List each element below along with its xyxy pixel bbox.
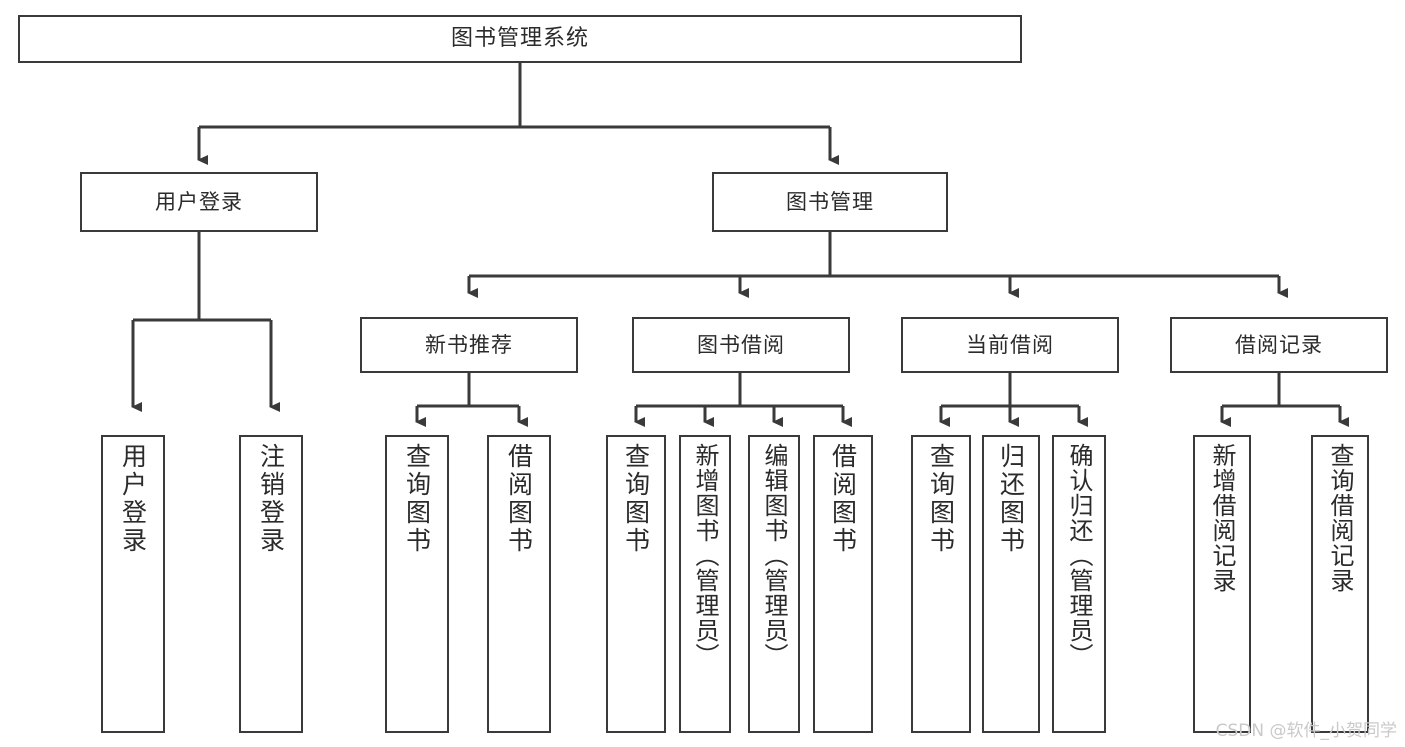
node-label: 查询图书: [621, 443, 651, 555]
leaf-add-borrow-record[interactable]: 新增借阅记录: [1193, 435, 1251, 733]
node-book-management[interactable]: 图书管理: [712, 172, 948, 232]
leaf-user-login[interactable]: 用户登录: [101, 435, 165, 733]
node-current-borrow[interactable]: 当前借阅: [901, 317, 1119, 373]
node-label: 查询借阅记录: [1326, 443, 1354, 593]
node-label: 新增图书（管理员）: [691, 443, 719, 668]
leaf-query-book-new-recommendation[interactable]: 查询图书: [385, 435, 449, 733]
node-label: 编辑图书（管理员）: [760, 443, 788, 668]
node-label: 借阅图书: [828, 443, 858, 555]
node-label: 图书管理系统: [450, 25, 589, 51]
node-label: 新增借阅记录: [1208, 443, 1236, 593]
node-label: 借阅图书: [504, 443, 534, 555]
csdn-watermark: CSDN @软件_小贺同学: [1215, 721, 1397, 741]
leaf-query-borrow-record[interactable]: 查询借阅记录: [1311, 435, 1369, 733]
leaf-add-book-admin[interactable]: 新增图书（管理员）: [679, 435, 731, 733]
leaf-return-book[interactable]: 归还图书: [982, 435, 1040, 733]
leaf-query-book-current-borrow[interactable]: 查询图书: [911, 435, 971, 733]
node-label: 新书推荐: [425, 332, 513, 357]
leaf-edit-book-admin[interactable]: 编辑图书（管理员）: [748, 435, 800, 733]
node-user-login[interactable]: 用户登录: [80, 172, 318, 232]
node-label: 归还图书: [996, 443, 1026, 555]
node-label: 查询图书: [402, 443, 432, 555]
node-label: 查询图书: [926, 443, 956, 555]
node-label: 用户登录: [155, 189, 243, 214]
leaf-query-book-borrow[interactable]: 查询图书: [606, 435, 666, 733]
leaf-borrow-book-borrow[interactable]: 借阅图书: [813, 435, 873, 733]
node-root-book-management-system[interactable]: 图书管理系统: [18, 15, 1022, 63]
node-book-borrow[interactable]: 图书借阅: [632, 317, 850, 373]
node-borrow-record[interactable]: 借阅记录: [1170, 317, 1388, 373]
node-label: 图书借阅: [697, 332, 785, 357]
node-label: 当前借阅: [966, 332, 1054, 357]
leaf-logout-login[interactable]: 注销登录: [239, 435, 303, 733]
node-label: 注销登录: [256, 443, 286, 555]
node-label: 用户登录: [118, 443, 148, 555]
node-label: 确认归还（管理员）: [1065, 443, 1093, 668]
node-label: 图书管理: [786, 189, 874, 214]
node-new-book-recommendation[interactable]: 新书推荐: [360, 317, 578, 373]
node-label: 借阅记录: [1235, 332, 1323, 357]
leaf-confirm-return-admin[interactable]: 确认归还（管理员）: [1052, 435, 1106, 733]
leaf-borrow-book-new-recommendation[interactable]: 借阅图书: [487, 435, 551, 733]
